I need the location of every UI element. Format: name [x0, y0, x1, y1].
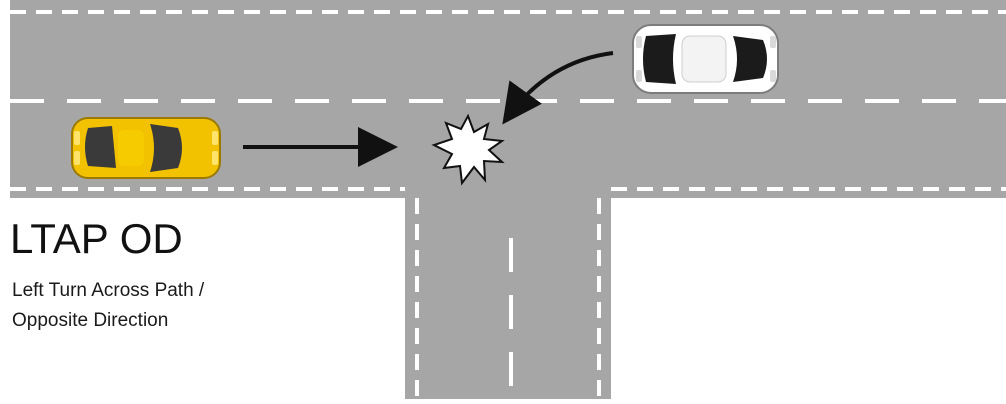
side-road — [405, 198, 611, 399]
yellow-car-icon — [71, 117, 221, 179]
white-car-icon — [632, 24, 779, 94]
subtitle-line-1: Left Turn Across Path / — [12, 280, 205, 301]
collision-burst-icon — [431, 113, 505, 186]
curved-arrow-icon — [502, 51, 614, 125]
diagram-subtitle: Left Turn Across Path / Opposite Directi… — [12, 276, 204, 336]
subtitle-line-2: Opposite Direction — [12, 310, 169, 331]
diagram-title: LTAP OD — [10, 215, 183, 262]
